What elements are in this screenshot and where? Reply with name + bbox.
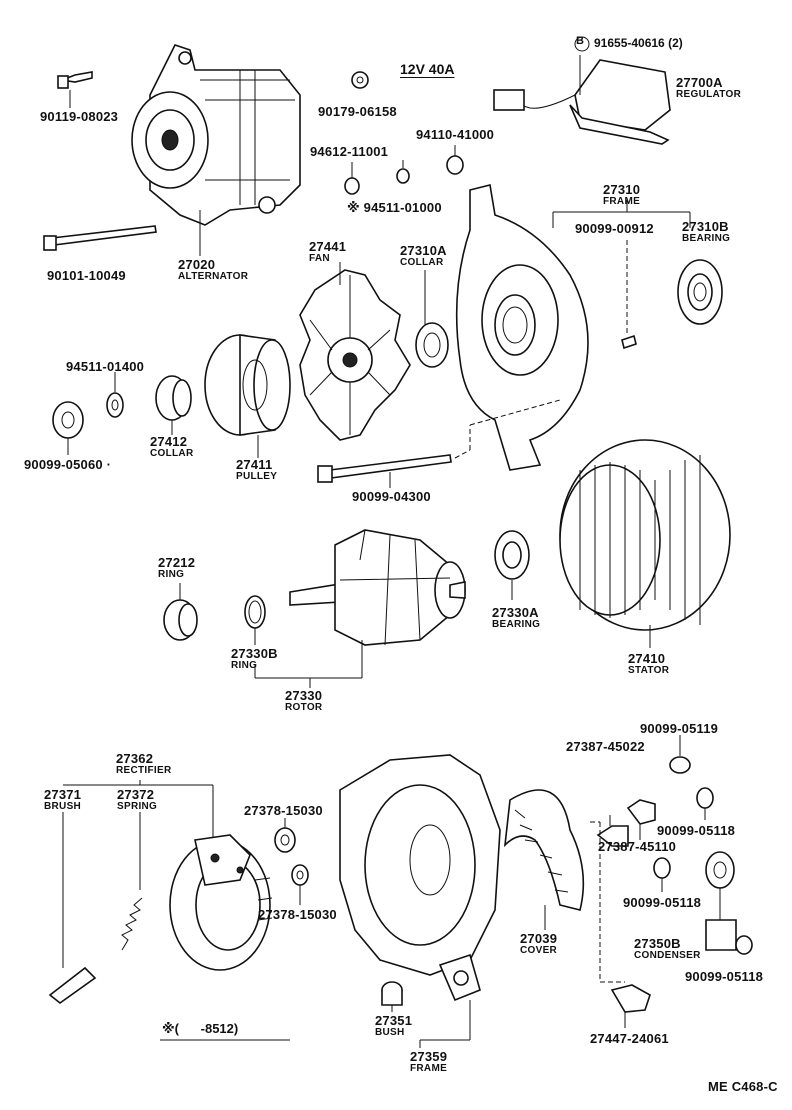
part-name: ROTOR [285,702,323,713]
part-number: 27387-45110 [598,839,677,854]
screw-marker: B [576,35,584,47]
part-number: 27330A [492,605,539,620]
part-number: 27447-24061 [590,1031,669,1046]
part-number: 90119-08023 [40,109,119,124]
part-name: FRAME [603,196,641,207]
part-number: 27411 [236,457,273,472]
part-number: 90179-06158 [318,104,397,119]
part-number: 27441 [309,239,347,254]
part-name: BUSH [375,1027,405,1038]
part-number: 90099-05118 [657,823,736,838]
drive-end-frame-drawing [455,184,589,471]
part-number: 90099-05119 [640,721,719,736]
part-name: RING [231,660,258,671]
part-name: FAN [309,253,330,264]
part-name: BEARING [492,619,541,630]
part-number: 94110-41000 [416,127,495,142]
part-name: FRAME [410,1063,448,1074]
regulator-drawing [493,55,671,145]
part-name: PULLEY [236,471,278,482]
part-number: 27330B [231,646,278,661]
rectifier-drawing [169,834,273,971]
part-name: REGULATOR [676,89,742,100]
footnote: ※( -8512) [162,1021,239,1036]
part-number: 90099-05060 · [24,457,112,472]
part-number: 27212 [158,555,196,570]
regulator-screw-label: 91655-40616 (2) [594,36,683,50]
part-number: 90099-04300 [352,489,431,504]
part-number: 27039 [520,931,558,946]
part-number: 27372 [117,787,155,802]
part-name: CONDENSER [634,950,701,961]
alternator-drawing [131,44,301,226]
part-name: RING [158,569,185,580]
part-number: 94511-01400 [66,359,145,374]
part-name: COVER [520,945,558,956]
condenser-drawing [705,851,737,951]
drawing-code: ME C468-C [708,1079,778,1094]
part-name: STATOR [628,665,670,676]
part-number: 27351 [375,1013,413,1028]
part-name: ALTERNATOR [178,271,249,282]
part-number: 90099-00912 [575,221,654,236]
part-number: 27020 [178,257,216,272]
spec-title: 12V 40A [400,61,455,77]
part-number: 27362 [116,751,154,766]
fan-drawing [299,269,411,441]
rotor-drawing [289,529,466,646]
part-number: 27387-45022 [566,739,645,754]
part-number: 90099-05118 [623,895,702,910]
bolt-90119-drawing [57,71,93,89]
part-number: 27410 [628,651,666,666]
part-name: BEARING [682,233,731,244]
part-number: 94612-11001 [310,144,389,159]
part-number: 27412 [150,434,188,449]
part-number: ※ 94511-01000 [347,200,442,215]
part-name: COLLAR [400,257,444,268]
part-number: 90101-10049 [47,268,126,283]
pulley-drawing [204,334,291,436]
part-name: RECTIFIER [116,765,172,776]
part-number: 27310B [682,219,729,234]
stator-drawing [559,439,731,631]
rear-frame-drawing [339,754,501,1002]
part-number: 27371 [44,787,82,802]
part-number: 27310 [603,182,641,197]
part-number: 27700A [676,75,723,90]
part-name: BRUSH [44,801,82,812]
part-number: 27310A [400,243,447,258]
part-number: 90099-05118 [685,969,764,984]
part-number: 27378-15030 [244,803,323,818]
part-name: SPRING [117,801,158,812]
part-number: 27330 [285,688,323,703]
cover-drawing [503,789,585,911]
part-number: 27350B [634,936,681,951]
part-number: 27378-15030 [258,907,337,922]
part-name: COLLAR [150,448,194,459]
part-number: 27359 [410,1049,448,1064]
through-bolt-drawing [43,225,157,251]
